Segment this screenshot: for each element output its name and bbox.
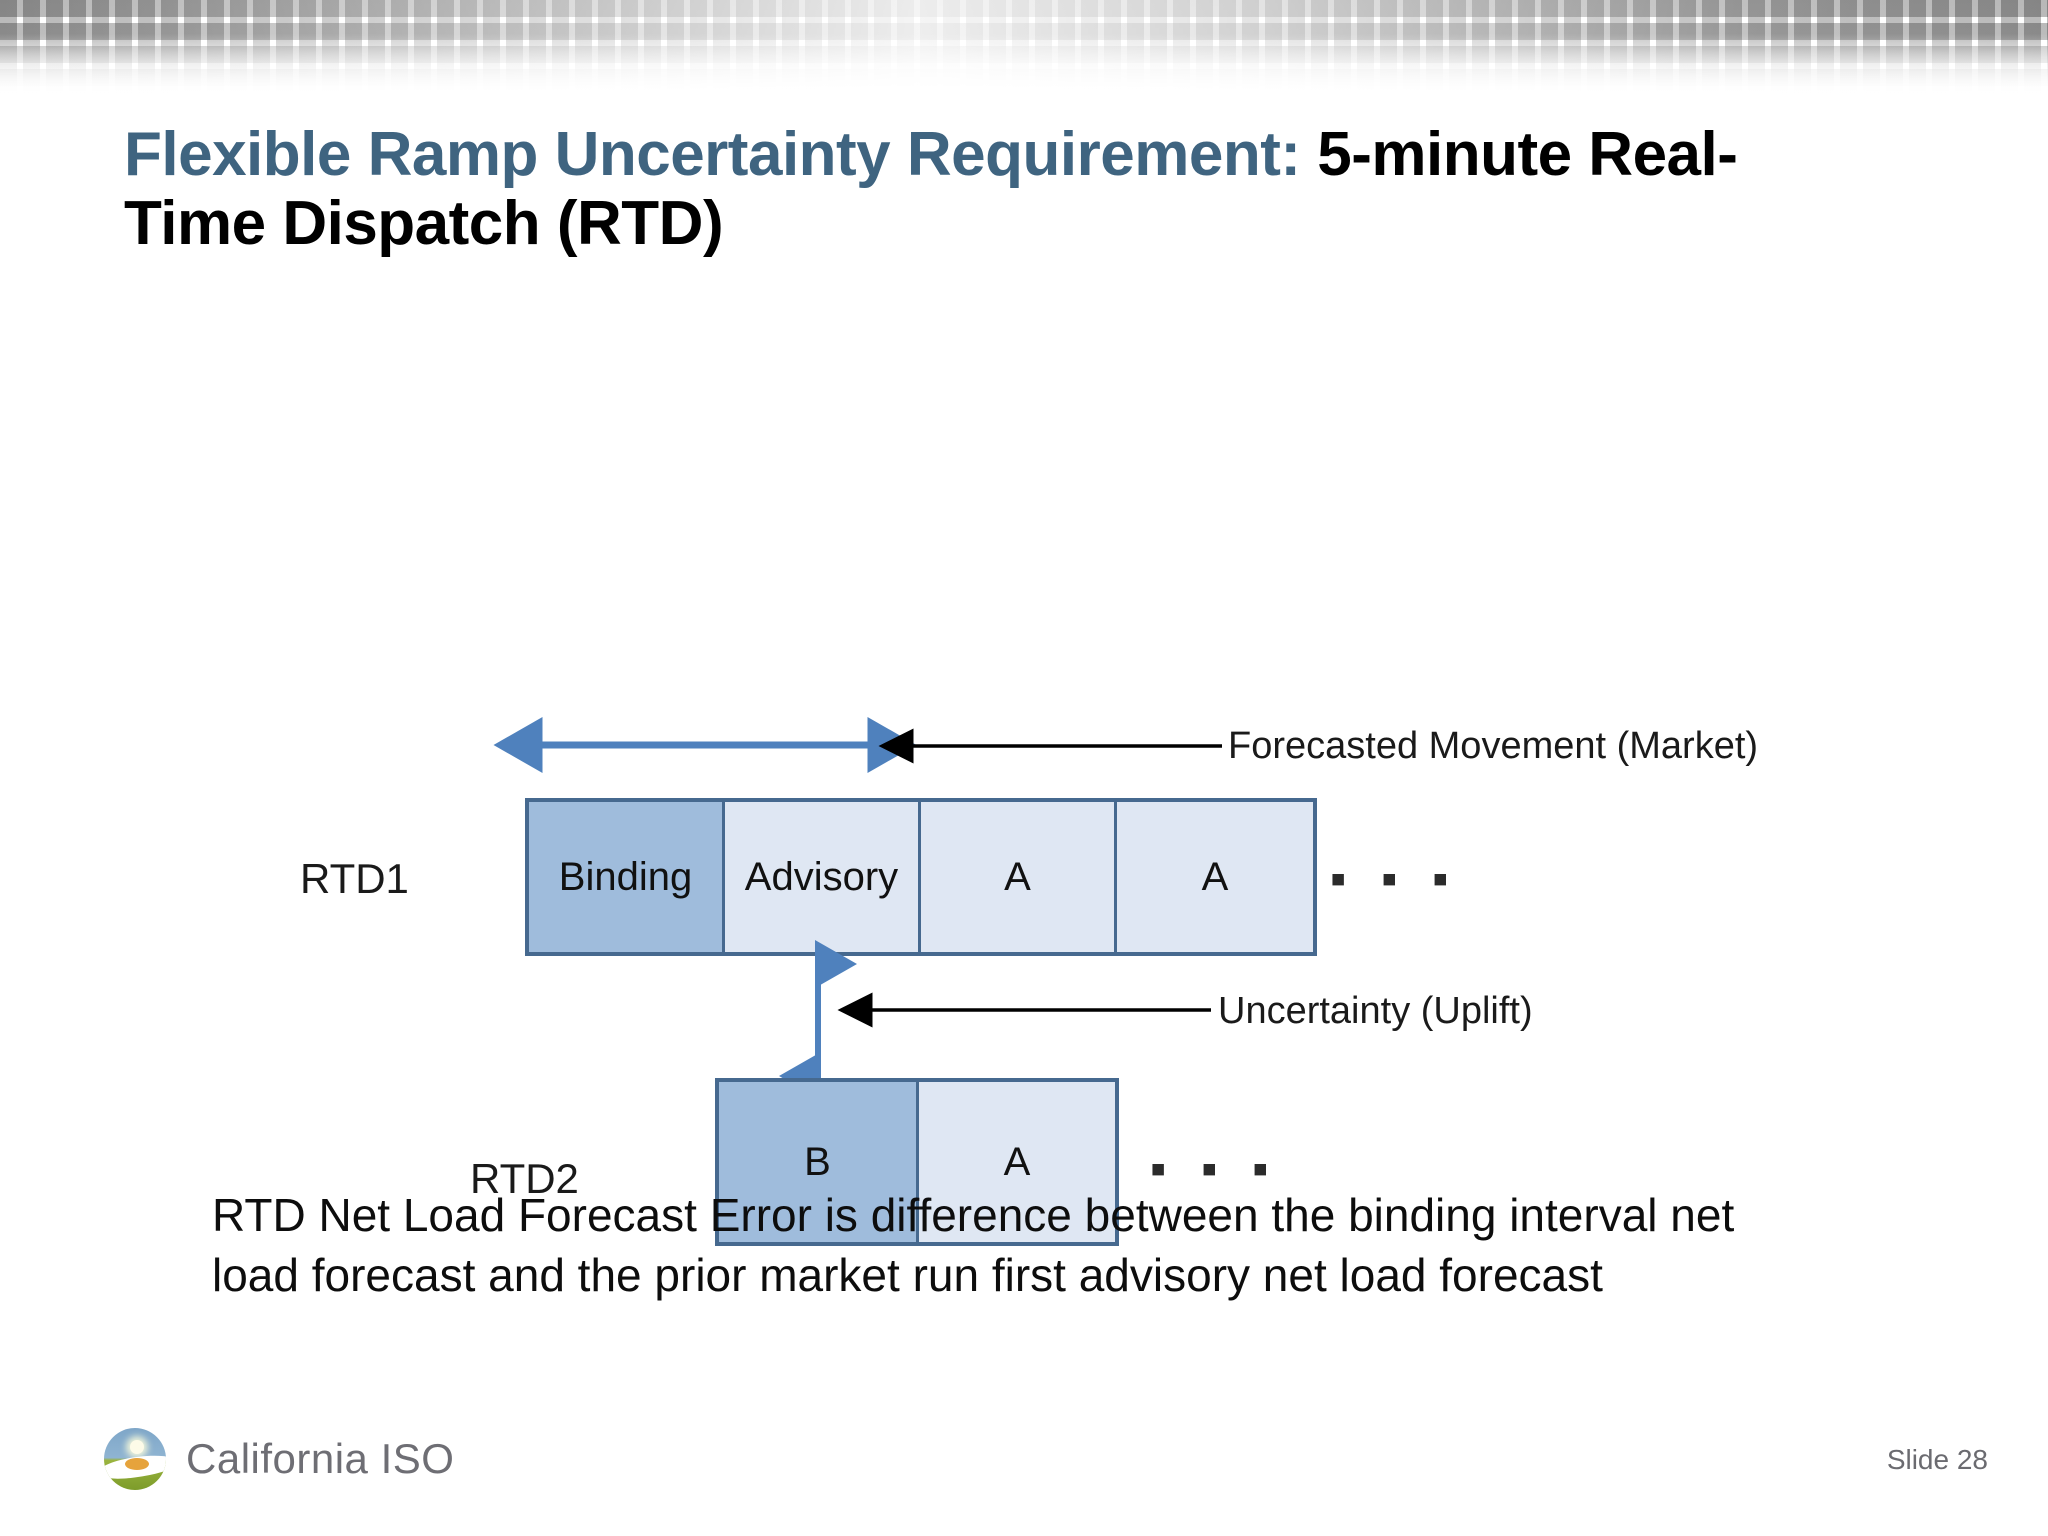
sunset-shape <box>125 1458 149 1470</box>
page-title-plain: 5-minute Real-Time Dispatch (RTD) <box>124 119 1738 258</box>
page-title-accent: Flexible Ramp Uncertainty Requirement: <box>124 119 1301 189</box>
page-title: Flexible Ramp Uncertainty Requirement: 5… <box>124 120 1854 259</box>
interval-cell-binding[interactable]: Binding <box>529 802 725 952</box>
ellipsis-rtd2: ▪ ▪ ▪ <box>1150 1142 1280 1194</box>
blue-double-arrow-binding-advisory <box>493 717 917 773</box>
interval-cell-advisory[interactable]: Advisory <box>725 802 921 952</box>
uncertainty-uplift-arrow <box>837 992 1211 1028</box>
interval-cell-advisory-a[interactable]: A <box>919 1082 1115 1242</box>
sun-icon <box>130 1440 144 1454</box>
blue-vertical-double-arrow-uncertainty <box>779 940 857 1100</box>
logo-wordmark: California ISO <box>186 1435 455 1482</box>
california-iso-logo-icon <box>104 1428 166 1490</box>
california-iso-logo: California ISO <box>104 1428 454 1490</box>
row-label-rtd1: RTD1 <box>300 855 409 902</box>
interval-cell-binding-b[interactable]: B <box>719 1082 919 1242</box>
interval-cell-advisory-2[interactable]: A <box>921 802 1117 952</box>
forecasted-movement-arrow <box>878 728 1222 764</box>
body-paragraph: RTD Net Load Forecast Error is differenc… <box>212 1189 1735 1301</box>
ellipsis-rtd1: ▪ ▪ ▪ <box>1330 852 1460 904</box>
annotation-uncertainty-uplift: Uncertainty (Uplift) <box>1218 990 1533 1032</box>
rtd-interval-diagram: RTD1 Binding Advisory A A ▪ ▪ ▪ Forecast… <box>0 300 2048 1246</box>
row-label-rtd2: RTD2 <box>470 1155 579 1202</box>
decorative-top-pattern <box>0 0 2048 96</box>
slide-number: Slide 28 <box>1886 1444 1988 1475</box>
interval-cell-advisory-3[interactable]: A <box>1117 802 1313 952</box>
interval-row-rtd2: B A <box>715 1078 1119 1246</box>
interval-row-rtd1: Binding Advisory A A <box>525 798 1317 956</box>
annotation-forecasted-movement: Forecasted Movement (Market) <box>1228 725 1759 767</box>
